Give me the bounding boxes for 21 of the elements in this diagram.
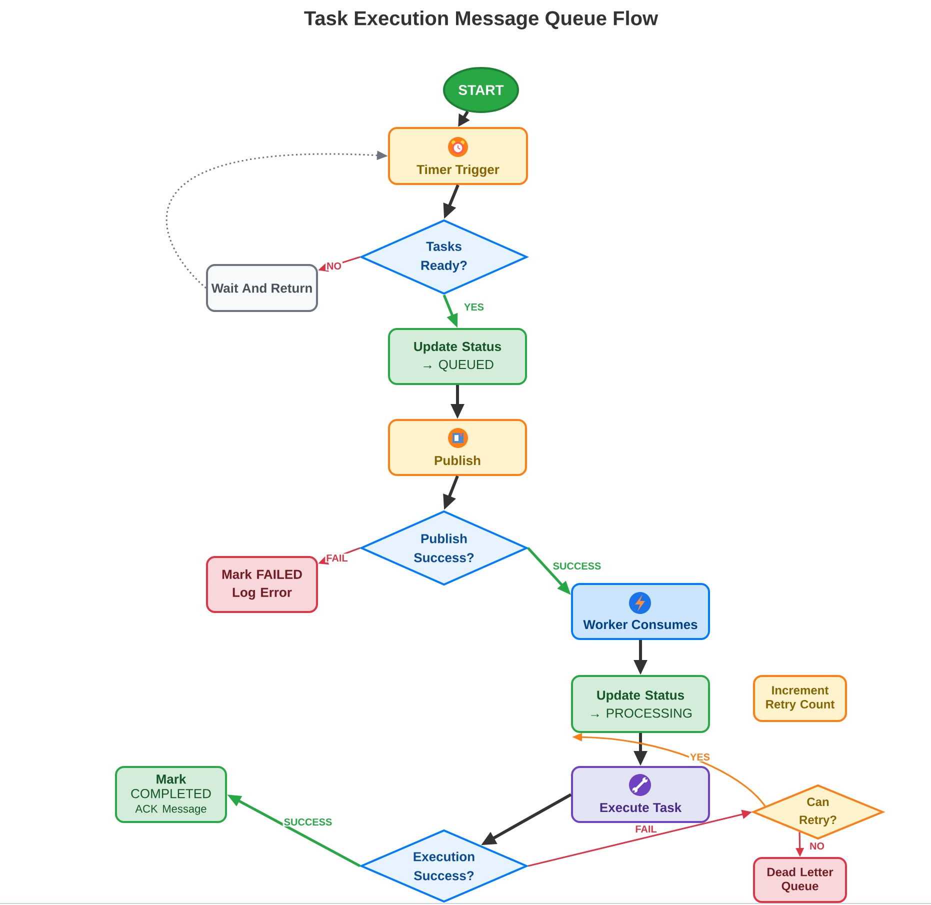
edge-label: YES (463, 302, 485, 312)
process-box: Update Status → PROCESSING (571, 675, 710, 733)
edge-label: NO (326, 261, 342, 271)
process-box: Update Status → QUEUED (388, 328, 527, 385)
edge-label: FAIL (325, 554, 349, 562)
edge-label: FAIL (634, 824, 658, 834)
process-box: Dead Letter Queue (753, 857, 848, 904)
edge-label: NO (808, 841, 826, 851)
terminal-oval: START (443, 67, 519, 113)
process-box: Increment Retry Count (753, 675, 848, 722)
process-box: Worker Consumes (571, 583, 710, 640)
process-box: Publish (388, 419, 527, 476)
process-box: Mark FAILED Log Error (206, 556, 318, 613)
process-box: Mark COMPLETED ACK Message (115, 766, 227, 823)
title: Task Execution Message Queue Flow (304, 10, 658, 30)
edge-label: SUCCESS (552, 561, 602, 571)
process-box: Execute Task (571, 766, 710, 823)
process-box: Wait And Return (206, 264, 318, 312)
edge-label: YES (689, 752, 712, 762)
process-box: Timer Trigger (388, 127, 528, 185)
edge-label: SUCCESS (282, 817, 334, 827)
